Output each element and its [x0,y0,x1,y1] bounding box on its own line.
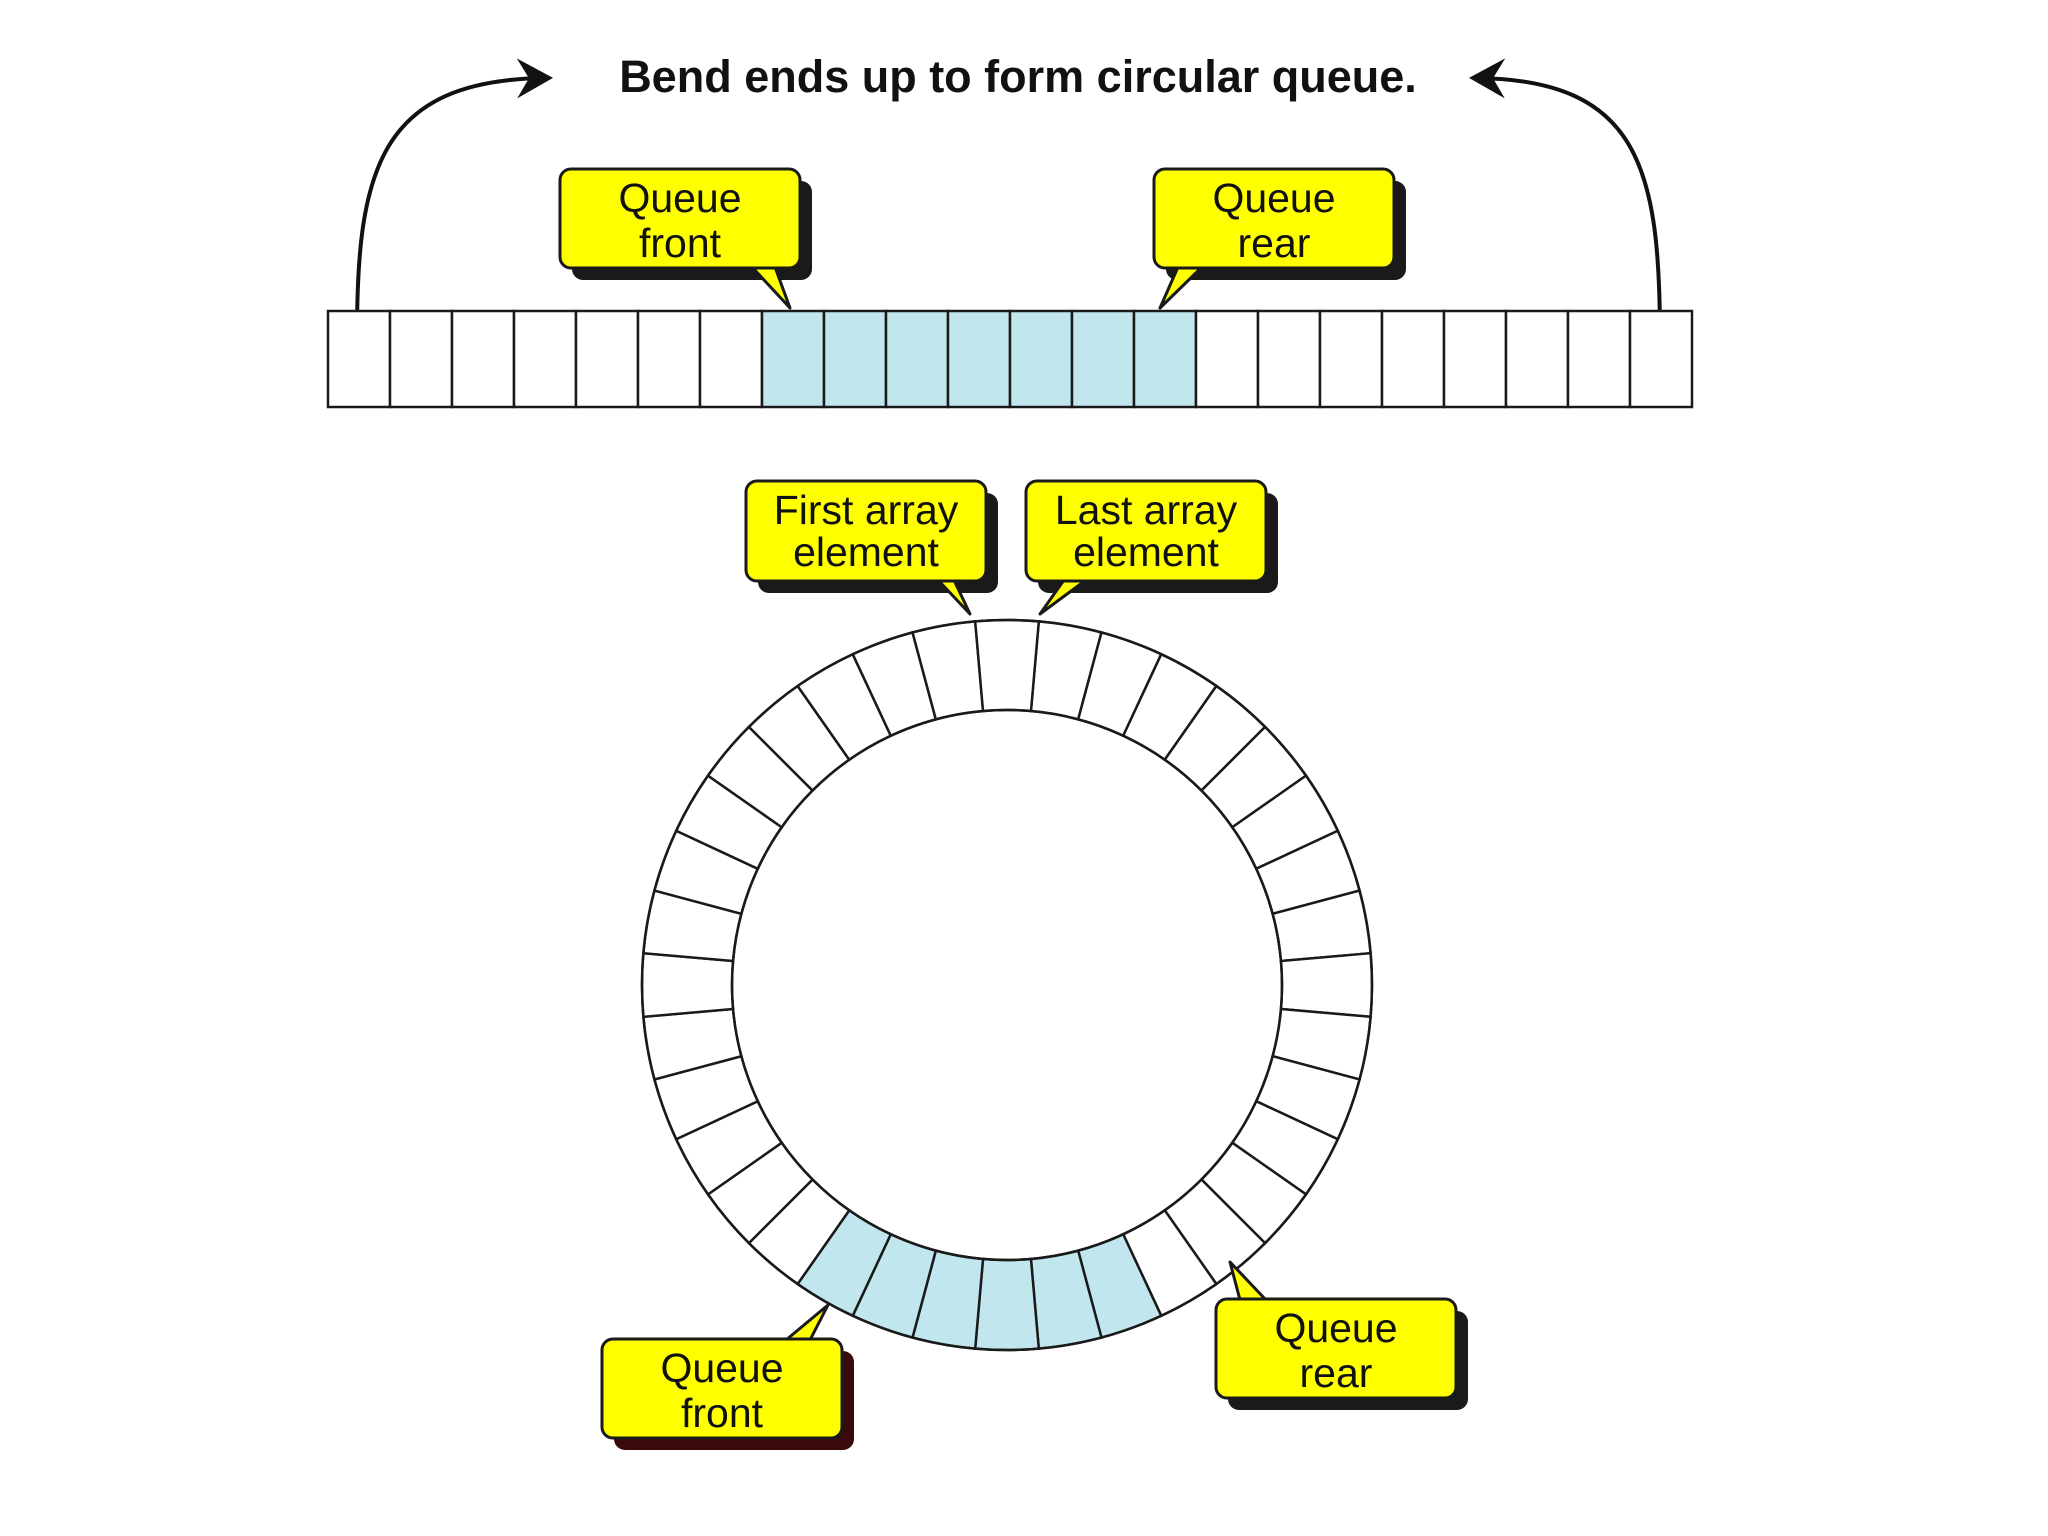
linear-empty-cell [512,309,578,409]
linear-queue-cell [946,309,1012,409]
callout-line-2: element [1073,529,1219,575]
callout-line-1: Queue [618,175,741,221]
diagram-title: Bend ends up to form circular queue. [619,51,1417,102]
linear-empty-cell [1504,309,1570,409]
ring-outer-edge [640,618,1374,1352]
circular-array [640,618,1374,1352]
linear-array [326,309,1694,409]
ring-queue-cell [973,1257,1041,1352]
callout-box [558,167,802,270]
linear-queue-cell [884,309,950,409]
callout-pointer [1228,1260,1268,1302]
linear-empty-cell [1442,309,1508,409]
callout-line-1: Last array [1055,487,1238,533]
linear-empty-cell [636,309,702,409]
ring-empty-cell [1279,951,1374,1019]
callout-box [1024,479,1268,583]
callout-line-1: First array [774,487,959,533]
linear-empty-cell [1628,309,1694,409]
ring-empty-cell [640,951,735,1019]
callout-box [1214,1297,1458,1400]
linear-empty-cell [388,309,454,409]
callout-pointer [1158,265,1204,310]
callout-line-1: Queue [1274,1305,1397,1351]
callout-line-2: rear [1300,1350,1373,1396]
bend-arrow-left [355,58,553,336]
callout-last-array-element: Last array element [1024,479,1278,616]
callout-box [1152,167,1396,270]
linear-empty-cell [1256,309,1322,409]
linear-empty-cell [1194,309,1260,409]
callout-box [744,479,988,583]
linear-empty-cell [450,309,516,409]
callout-line-1: Queue [660,1345,783,1391]
linear-empty-cell [1380,309,1446,409]
callout-line-2: front [639,220,722,266]
linear-queue-cell [822,309,888,409]
callout-ring-queue-front: Queue front [600,1303,854,1450]
linear-queue-cell [1008,309,1074,409]
callout-first-array-element: First array element [744,479,998,616]
callout-line-2: front [681,1390,764,1436]
linear-empty-cell [574,309,640,409]
linear-empty-cell [1566,309,1632,409]
linear-empty-cell [326,309,392,409]
linear-queue-cell [1070,309,1136,409]
callout-linear-queue-rear: Queue rear [1152,167,1406,310]
callout-line-1: Queue [1212,175,1335,221]
callout-line-2: rear [1238,220,1311,266]
bend-arrow-right [1469,58,1662,341]
callout-ring-queue-rear: Queue rear [1214,1260,1468,1410]
callout-linear-queue-front: Queue front [558,167,812,310]
linear-empty-cell [698,309,764,409]
callout-line-2: element [793,529,939,575]
callout-box [600,1337,844,1440]
linear-queue-cell [760,309,826,409]
ring-empty-cell [973,618,1041,713]
ring-inner-edge [730,708,1284,1262]
linear-queue-cell [1132,309,1198,409]
callout-pointer [784,1303,830,1342]
linear-empty-cell [1318,309,1384,409]
